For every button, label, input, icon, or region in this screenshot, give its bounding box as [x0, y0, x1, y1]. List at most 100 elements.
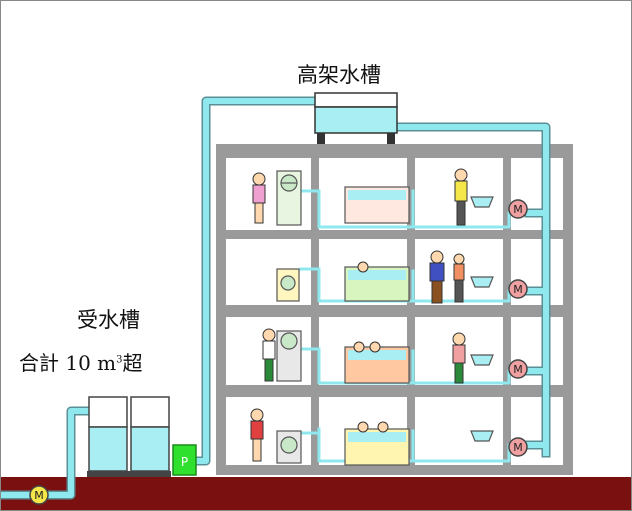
ground-meter-body [29, 485, 49, 505]
floor-pipe-2f [299, 347, 511, 385]
washing-machine-1f [276, 430, 302, 464]
meter-2f: M [508, 359, 528, 379]
resident-3f-child-head [453, 253, 465, 265]
resident-2f-laundry-legs [264, 358, 274, 382]
pipes [1, 96, 551, 500]
floor-pipes [299, 189, 511, 463]
pump: P [172, 444, 197, 476]
building-meters: M M M M [508, 199, 528, 457]
floor-pipe-1f [299, 427, 511, 463]
receiving-tank-right-top [130, 396, 170, 428]
meter-4f-body [508, 199, 528, 219]
resident-4f-sink-legs [456, 200, 466, 226]
ground [1, 477, 631, 510]
floor-pipe-4f [299, 189, 511, 229]
elevated-tank-label: 高架水槽 [297, 63, 381, 87]
resident-2f-laundry-head [262, 328, 276, 342]
elevated-tank-top [314, 92, 398, 108]
washer-1f-drum [280, 436, 298, 454]
balcony-2f [563, 359, 573, 389]
receiving-tank-left-body [88, 426, 128, 472]
meter-1f: M [508, 437, 528, 457]
total-capacity-suffix: 超 [122, 351, 143, 375]
resident-3f-child-legs [454, 279, 464, 303]
sink-1f [470, 430, 494, 442]
washing-machine-2f [276, 330, 302, 382]
meter-3f-label: M [513, 283, 523, 296]
meter-1f-label: M [513, 441, 523, 454]
bathtub-2f-water [348, 350, 406, 360]
room-4f-4 [511, 158, 563, 230]
sink-4f [470, 196, 494, 208]
total-capacity-prefix: 合計 10 m [19, 351, 117, 375]
bathtub-3f-water [348, 270, 406, 280]
resident-1f-bath-head-1 [357, 421, 369, 433]
resident-2f-sink-body [452, 344, 466, 364]
meter-3f-body [508, 279, 528, 299]
meter-2f-label: M [513, 363, 523, 376]
resident-3f-adult-legs [431, 280, 443, 304]
sinks [470, 196, 494, 442]
resident-4f-sink [454, 168, 468, 226]
pump-body [172, 444, 197, 476]
resident-1f-bath-head-2 [377, 421, 389, 433]
ground-meter-label: M [34, 489, 44, 502]
meter-2f-body [508, 359, 528, 379]
resident-3f-adult-head [430, 250, 444, 264]
balcony-4f [563, 199, 573, 237]
bathtubs [344, 186, 410, 466]
resident-3f-adult-body [429, 262, 445, 282]
receiving-tank-base [87, 471, 171, 477]
elevated-tank-leg-left [317, 133, 325, 144]
resident-4f-laundry-legs [254, 202, 264, 224]
resident-4f-laundry [252, 172, 266, 224]
elevated-tank-leg-right [387, 133, 395, 144]
resident-2f-bath-head-2 [369, 341, 381, 353]
resident-2f-bath-head-1 [353, 341, 365, 353]
resident-1f-laundry [250, 408, 264, 462]
pipe-fills [1, 98, 549, 498]
receiving-tank [87, 396, 171, 477]
washing-machine-3f [276, 268, 300, 302]
pipe-riser-down-fill [394, 124, 549, 456]
resident-3f-child-body [453, 263, 465, 281]
resident-4f-sink-body [454, 180, 468, 202]
bathtub-4f-water [348, 190, 406, 200]
resident-2f-sink-head [452, 332, 466, 346]
resident-4f-laundry-body [252, 184, 266, 204]
total-capacity-exponent: 3 [116, 354, 123, 366]
receiving-tank-label: 受水槽 [77, 308, 140, 332]
balconies [563, 199, 573, 453]
pipe-riser-up-fill [188, 98, 322, 464]
receiving-tank-left-top [88, 396, 128, 428]
residents [250, 168, 468, 462]
resident-3f-bath-head [357, 261, 369, 273]
bathtub-1f-water [348, 432, 406, 442]
elevated-tank-body [314, 106, 398, 134]
meter-4f: M [508, 199, 528, 219]
meter-4f-label: M [513, 203, 523, 216]
meter-1f-body [508, 437, 528, 457]
balcony-1f [563, 439, 573, 453]
washing-machine-4f [276, 170, 302, 226]
floor-pipe-3f [299, 267, 511, 303]
sink-3f [470, 276, 494, 288]
resident-1f-laundry-head [250, 408, 264, 422]
washer-2f-drum [280, 332, 298, 350]
meter-3f: M [508, 279, 528, 299]
total-capacity-label: 合計 10 m3超 [19, 347, 143, 376]
pump-label: P [181, 455, 188, 469]
resident-3f-bath [357, 261, 369, 273]
resident-2f-sink [452, 332, 466, 384]
elevated-tank [314, 92, 398, 144]
balcony-3f [563, 279, 573, 309]
resident-1f-bath [357, 421, 389, 433]
washer-3f-drum [280, 275, 296, 291]
resident-2f-bath [353, 341, 381, 353]
resident-1f-laundry-legs [252, 438, 262, 462]
resident-3f-adult [429, 250, 445, 304]
resident-2f-sink-legs [454, 362, 464, 384]
sink-2f [470, 354, 494, 366]
